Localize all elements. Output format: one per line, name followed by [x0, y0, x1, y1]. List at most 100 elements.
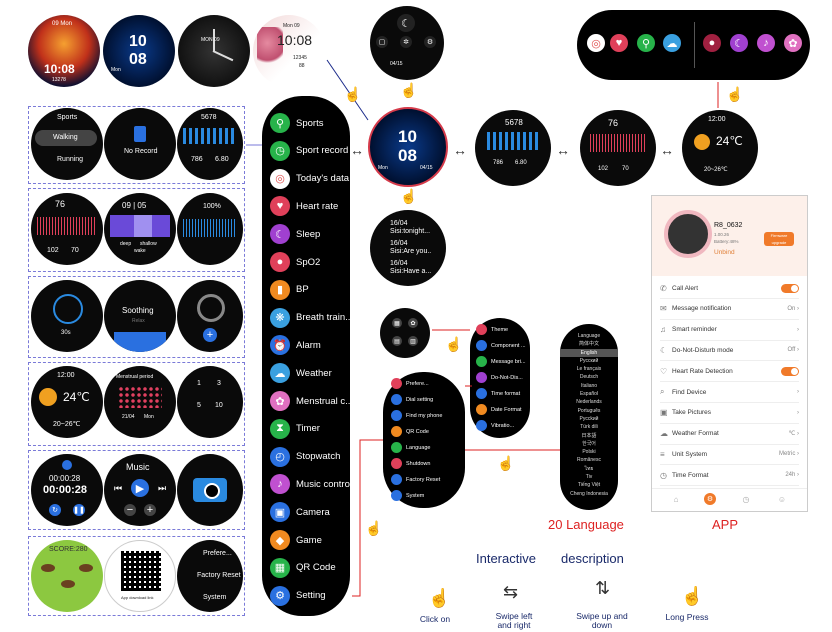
factory-reset-item[interactable]: Factory Reset	[197, 572, 241, 579]
app-row-call-alert[interactable]: ✆Call Alert	[660, 278, 799, 299]
system-watch[interactable]: Prefere... Factory Reset System	[177, 540, 243, 612]
menu-item-today-s-data[interactable]: ◎Today's data	[270, 168, 349, 190]
sports-watch[interactable]: Sports Walking Running	[31, 108, 103, 180]
menu-item-sport-record[interactable]: ◷Sport record	[270, 140, 348, 162]
theme-option-2[interactable]: ✿	[408, 318, 418, 328]
preference-item[interactable]: Vibratio...	[476, 420, 514, 431]
language-option[interactable]: Español	[579, 391, 599, 398]
walking-button[interactable]	[35, 130, 97, 146]
settings-item[interactable]: Factory Reset	[391, 474, 440, 485]
language-option[interactable]: Deutsch	[579, 374, 599, 381]
center-watch[interactable]: 10 08 Mon 04/15	[368, 107, 448, 187]
walk-icon[interactable]: ⚲	[637, 34, 655, 52]
toggle-switch[interactable]	[781, 283, 799, 293]
camera-watch[interactable]	[177, 454, 243, 526]
menu-item-weather[interactable]: ☁Weather	[270, 362, 332, 384]
system-item[interactable]: System	[203, 594, 227, 601]
app-row-weather-format[interactable]: ☁Weather Format℃ ›	[660, 424, 799, 445]
preference-item[interactable]: Theme	[476, 324, 508, 335]
settings-item[interactable]: Language	[391, 442, 430, 453]
timer-1[interactable]: 1	[197, 380, 201, 387]
heart-icon[interactable]: ♥	[610, 34, 628, 52]
tab-profile-icon[interactable]: ☺	[777, 494, 787, 504]
preference-item[interactable]: Do-Not-Dis...	[476, 372, 523, 383]
language-option[interactable]: Português	[577, 407, 601, 414]
settings-item[interactable]: Dial setting	[391, 394, 433, 405]
language-option[interactable]: Le français	[576, 366, 602, 373]
activity-watch[interactable]: 5678 786 6.80	[475, 110, 551, 186]
gear-icon[interactable]: ⚙	[424, 36, 436, 48]
menu-item-music-control[interactable]: ♪Music control	[270, 473, 352, 495]
today-data-icon[interactable]: ◎	[587, 34, 605, 52]
record-icon[interactable]: ●	[703, 34, 721, 52]
next-icon[interactable]: ⏭	[157, 482, 167, 493]
sleep-watch[interactable]: 09 | 05 deep shallow wake	[104, 193, 176, 265]
breath-start-button[interactable]	[114, 332, 166, 352]
theme-option-4[interactable]: ▥	[408, 336, 418, 346]
preference-item[interactable]: Message bri...	[476, 356, 526, 367]
app-row-smart-reminder[interactable]: ♫Smart reminder›	[660, 320, 799, 341]
phone-icon[interactable]: ▢	[376, 36, 388, 48]
stopwatch-watch[interactable]: 00:00:28 00:00:28 ↻ ❚❚	[31, 454, 103, 526]
language-option[interactable]: 简体中文	[578, 341, 599, 348]
settings-item[interactable]: QR Code	[391, 426, 429, 437]
today-data-watch[interactable]: 5678 786 6.80	[177, 108, 243, 180]
heart-rate-watch[interactable]: 76 102 70	[31, 193, 103, 265]
tab-device-icon[interactable]: ⚙	[704, 493, 716, 505]
hr-watch[interactable]: 76 102 70	[580, 110, 656, 186]
menu-item-sleep[interactable]: ☾Sleep	[270, 223, 320, 245]
menu-item-camera[interactable]: ▣Camera	[270, 501, 330, 523]
preference-item[interactable]: Prefere...	[203, 550, 232, 557]
language-option[interactable]: Cheng Indonesia	[570, 490, 608, 497]
firmware-upgrade-button[interactable]: Firmware upgrade	[764, 232, 794, 246]
messages-watch[interactable]: 16/04 Sisi:tonight... 16/04 Sisi:Are you…	[370, 210, 446, 286]
menu-item-breath-train[interactable]: ❋Breath train...	[270, 307, 353, 329]
preference-item[interactable]: Component ...	[476, 340, 526, 351]
bp-watch[interactable]: 30s	[31, 280, 103, 352]
brightness-icon[interactable]: ✲	[400, 36, 412, 48]
timer-3[interactable]: 3	[217, 380, 221, 387]
menu-item-spo2[interactable]: ●SpO2	[270, 251, 320, 273]
app-row-heart-rate-detection[interactable]: ♡Heart Rate Detection	[660, 361, 799, 383]
menu-item-timer[interactable]: ⧗Timer	[270, 418, 320, 440]
volume-down-button[interactable]: −	[124, 504, 136, 516]
menu-item-sports[interactable]: ⚲Sports	[270, 112, 323, 134]
timer-5[interactable]: 5	[197, 402, 201, 409]
language-option[interactable]: ไทย	[584, 465, 594, 472]
flower-icon[interactable]: ✿	[784, 34, 802, 52]
language-option[interactable]: Tiv	[585, 474, 593, 481]
menu-item-qr-code[interactable]: ▦QR Code	[270, 557, 336, 579]
menu-item-alarm[interactable]: ⏰Alarm	[270, 334, 321, 356]
language-option[interactable]: English	[560, 348, 618, 357]
pause-button[interactable]: ❚❚	[73, 504, 85, 516]
cloud-icon[interactable]: ☁	[663, 34, 681, 52]
preference-item[interactable]: Date Format	[476, 404, 522, 415]
app-row-find-device[interactable]: ⌕Find Device›	[660, 382, 799, 403]
language-option[interactable]: Русский	[579, 357, 599, 364]
quick-settings-watch[interactable]: ☾ ▢ ✲ ⚙ 04/15	[370, 6, 444, 80]
language-option[interactable]: 日本語	[581, 432, 597, 439]
timer-watch[interactable]: 1 3 5 10	[177, 366, 243, 438]
preference-item[interactable]: Time format	[476, 388, 520, 399]
settings-item[interactable]: Prefere...	[391, 378, 429, 389]
menu-item-stopwatch[interactable]: ◴Stopwatch	[270, 446, 340, 468]
app-unbind[interactable]: Unbind	[714, 249, 735, 256]
theme-option-3[interactable]: ▤	[392, 336, 402, 346]
qr-watch[interactable]: App download link	[104, 540, 176, 612]
play-button[interactable]: ▶	[131, 479, 149, 497]
language-option[interactable]: Italiano	[580, 382, 598, 389]
toggle-switch[interactable]	[781, 366, 799, 376]
game-watch[interactable]: SCORE:280	[31, 540, 103, 612]
settings-item[interactable]: Find my phone	[391, 410, 442, 421]
app-row-take-pictures[interactable]: ▣Take Pictures›	[660, 403, 799, 424]
tab-sport-icon[interactable]: ◷	[742, 494, 750, 504]
spo2-watch[interactable]: 100%	[177, 193, 243, 265]
settings-item[interactable]: Shutdown	[391, 458, 430, 469]
menu-item-menstrual-c[interactable]: ✿Menstrual c...	[270, 390, 353, 412]
menu-item-bp[interactable]: ▮BP	[270, 279, 309, 301]
settings-item[interactable]: System	[391, 490, 424, 501]
